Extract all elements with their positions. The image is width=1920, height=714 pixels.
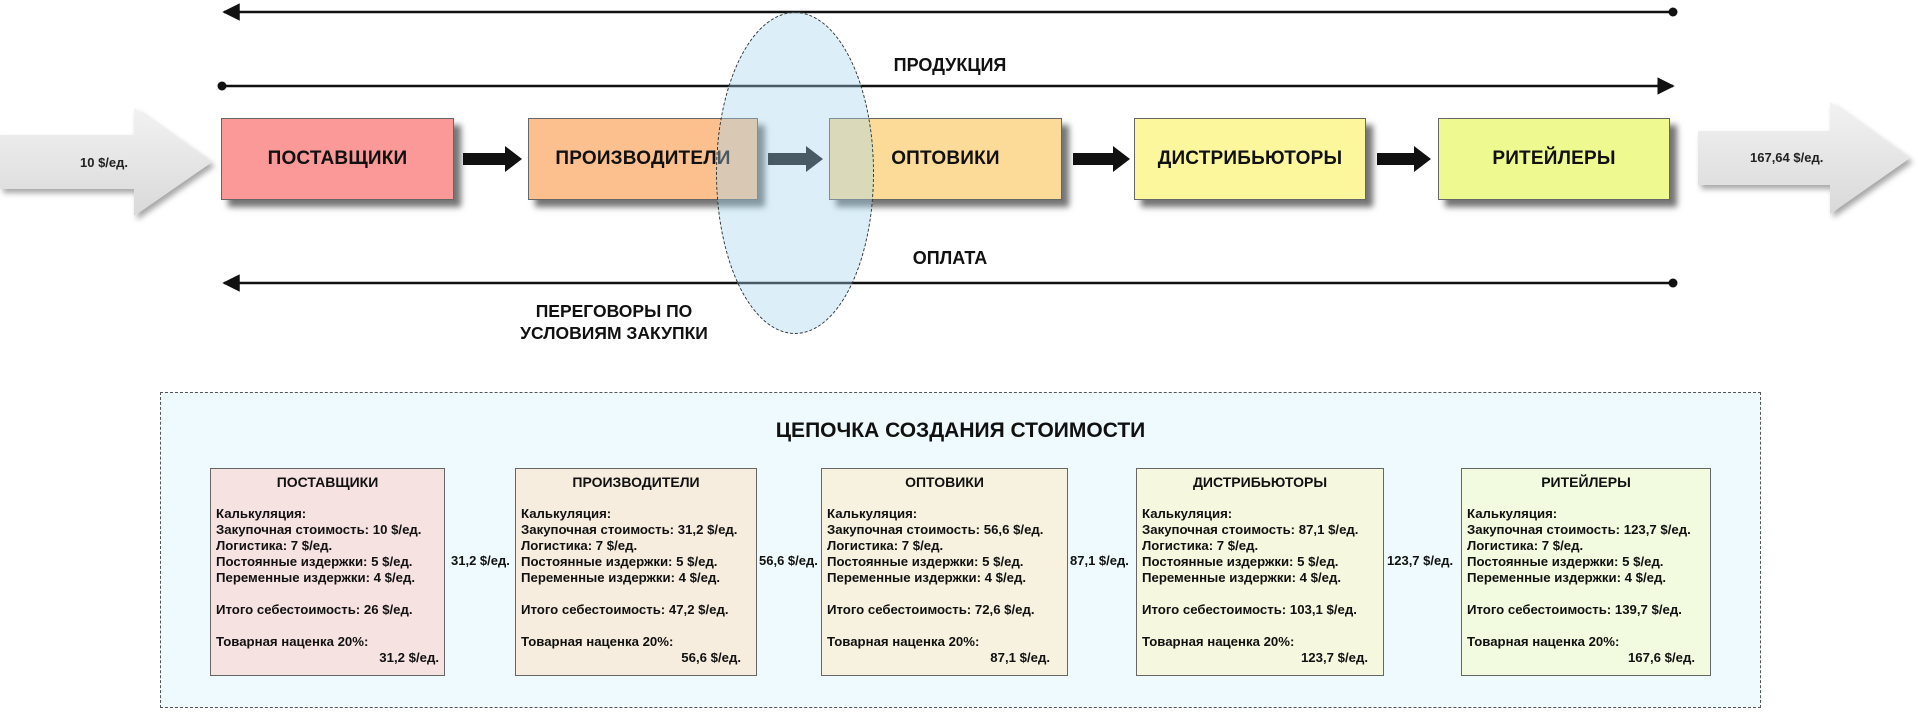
fixed-cost: Постоянные издержки: 5 $/ед. (1467, 554, 1664, 569)
stage-label: ДИСТРИБЬЮТОРЫ (1157, 148, 1343, 169)
markup-label: Товарная наценка 20%: (827, 634, 980, 649)
stage-label: ОПТОВИКИ (891, 148, 1000, 169)
negotiation-label-line2: УСЛОВИЯМ ЗАКУПКИ (520, 323, 708, 343)
payment-arrow-dot (1668, 278, 1678, 288)
total-cost: Итого себестоимость: 47,2 $/ед. (521, 602, 729, 617)
input-price-arrow (0, 108, 212, 216)
transfer-price-2: 56,6 $/ед. (759, 553, 818, 568)
logistics-cost: Логистика: 7 $/ед. (827, 538, 944, 553)
card-title: ПРОИЗВОДИТЕЛИ (572, 474, 700, 490)
variable-cost: Переменные издержки: 4 $/ед. (1467, 570, 1667, 585)
calc-label: Калькуляция: (1142, 506, 1233, 521)
negotiation-label-line1: ПЕРЕГОВОРЫ ПО (535, 301, 693, 321)
top-long-arrow-dot (1668, 7, 1678, 17)
stage-suppliers: ПОСТАВЩИКИ (221, 118, 454, 200)
logistics-cost: Логистика: 7 $/ед. (1142, 538, 1259, 553)
stage-arrow-1 (463, 146, 522, 172)
stage-label: ПРОИЗВОДИТЕЛИ (555, 148, 731, 169)
card-wholesalers: ОПТОВИКИ Калькуляция: Закупочная стоимос… (821, 468, 1068, 676)
card-manufacturers: ПРОИЗВОДИТЕЛИ Калькуляция: Закупочная ст… (515, 468, 757, 676)
logistics-cost: Логистика: 7 $/ед. (521, 538, 638, 553)
card-title: ОПТОВИКИ (905, 474, 984, 490)
fixed-cost: Постоянные издержки: 5 $/ед. (216, 554, 413, 569)
stage-label: ПОСТАВЩИКИ (267, 148, 408, 169)
production-arrow-dot (217, 81, 227, 91)
fixed-cost: Постоянные издержки: 5 $/ед. (521, 554, 718, 569)
markup-label: Товарная наценка 20%: (216, 634, 369, 649)
card-suppliers: ПОСТАВЩИКИ Калькуляция: Закупочная стоим… (210, 468, 445, 676)
variable-cost: Переменные издержки: 4 $/ед. (827, 570, 1027, 585)
stage-distributors: ДИСТРИБЬЮТОРЫ (1134, 118, 1366, 200)
purchase-cost: Закупочная стоимость: 123,7 $/ед. (1467, 522, 1691, 537)
calc-label: Калькуляция: (216, 506, 307, 521)
output-price-arrow (1698, 102, 1910, 214)
variable-cost: Переменные издержки: 4 $/ед. (216, 570, 416, 585)
card-distributors: ДИСТРИБЬЮТОРЫ Калькуляция: Закупочная ст… (1136, 468, 1384, 676)
logistics-cost: Логистика: 7 $/ед. (1467, 538, 1584, 553)
stage-arrow-4 (1377, 146, 1431, 172)
transfer-price-3: 87,1 $/ед. (1070, 553, 1129, 568)
logistics-cost: Логистика: 7 $/ед. (216, 538, 333, 553)
markup-label: Товарная наценка 20%: (1142, 634, 1295, 649)
markup-value: 31,2 $/ед. (379, 650, 439, 665)
purchase-cost: Закупочная стоимость: 31,2 $/ед. (521, 522, 738, 537)
markup-label: Товарная наценка 20%: (1467, 634, 1620, 649)
card-title: ПОСТАВЩИКИ (276, 474, 379, 490)
stage-retailers: РИТЕЙЛЕРЫ (1438, 118, 1670, 200)
fixed-cost: Постоянные издержки: 5 $/ед. (827, 554, 1024, 569)
markup-value: 167,6 $/ед. (1627, 650, 1695, 665)
calc-label: Калькуляция: (521, 506, 612, 521)
variable-cost: Переменные издержки: 4 $/ед. (1142, 570, 1342, 585)
total-cost: Итого себестоимость: 26 $/ед. (216, 602, 413, 617)
output-price-label: 167,64 $/ед. (1750, 150, 1824, 165)
total-cost: Итого себестоимость: 139,7 $/ед. (1467, 602, 1682, 617)
input-price-label: 10 $/ед. (80, 155, 129, 170)
production-label: ПРОДУКЦИЯ (893, 55, 1007, 75)
payment-label: ОПЛАТА (912, 248, 988, 268)
total-cost: Итого себестоимость: 103,1 $/ед. (1142, 602, 1357, 617)
negotiation-ellipse (716, 12, 874, 334)
card-title: ДИСТРИБЬЮТОРЫ (1192, 474, 1328, 490)
stage-label: РИТЕЙЛЕРЫ (1492, 148, 1616, 169)
markup-label: Товарная наценка 20%: (521, 634, 674, 649)
stage-arrow-3 (1073, 146, 1130, 172)
calc-label: Калькуляция: (1467, 506, 1558, 521)
purchase-cost: Закупочная стоимость: 87,1 $/ед. (1142, 522, 1359, 537)
negotiation-label: ПЕРЕГОВОРЫ ПО УСЛОВИЯМ ЗАКУПКИ (494, 300, 734, 344)
markup-value: 87,1 $/ед. (990, 650, 1050, 665)
calc-label: Калькуляция: (827, 506, 918, 521)
purchase-cost: Закупочная стоимость: 56,6 $/ед. (827, 522, 1044, 537)
markup-value: 56,6 $/ед. (681, 650, 741, 665)
purchase-cost: Закупочная стоимость: 10 $/ед. (216, 522, 422, 537)
variable-cost: Переменные издержки: 4 $/ед. (521, 570, 721, 585)
transfer-price-1: 31,2 $/ед. (451, 553, 510, 568)
fixed-cost: Постоянные издержки: 5 $/ед. (1142, 554, 1339, 569)
total-cost: Итого себестоимость: 72,6 $/ед. (827, 602, 1035, 617)
card-retailers: РИТЕЙЛЕРЫ Калькуляция: Закупочная стоимо… (1461, 468, 1711, 676)
card-title: РИТЕЙЛЕРЫ (1541, 474, 1631, 490)
markup-value: 123,7 $/ед. (1300, 650, 1368, 665)
transfer-price-4: 123,7 $/ед. (1387, 553, 1454, 568)
value-chain-title: ЦЕПОЧКА СОЗДАНИЯ СТОИМОСТИ (775, 419, 1146, 442)
